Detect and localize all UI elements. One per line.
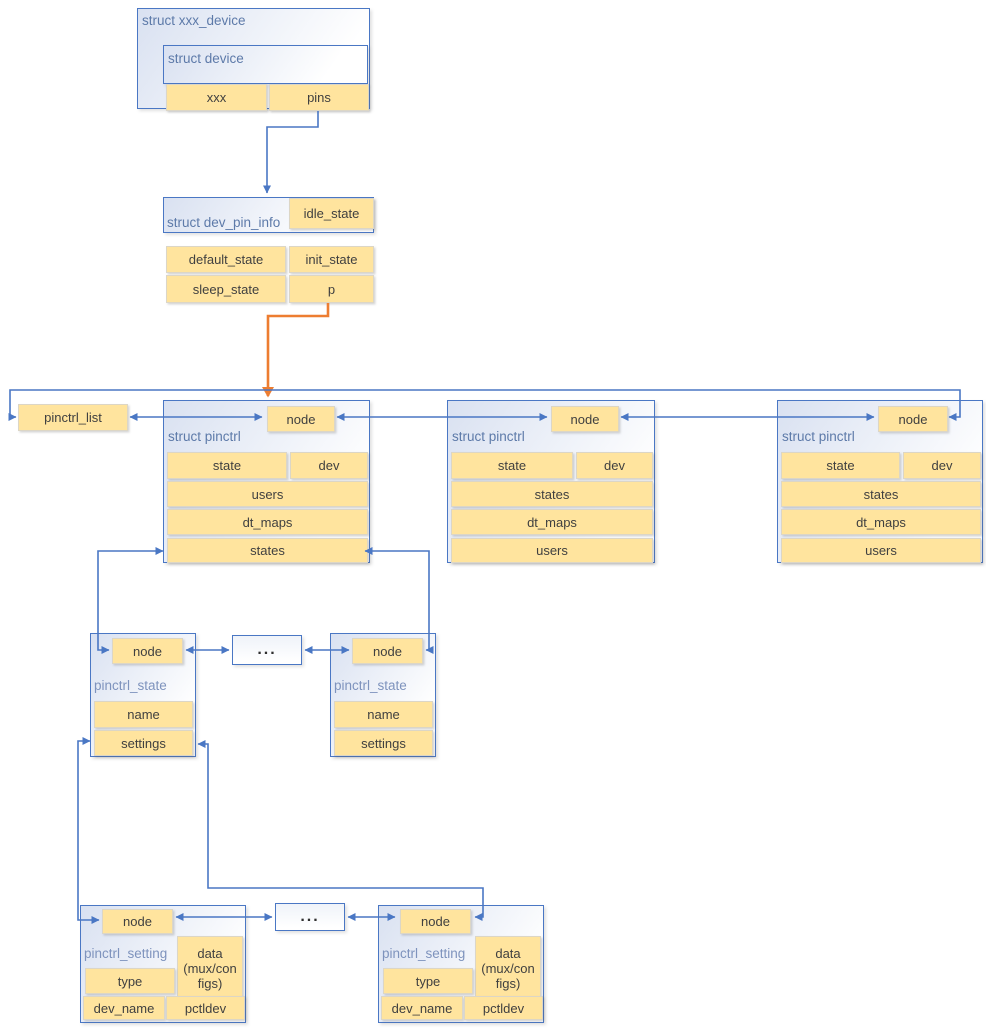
pctldev-cell: pctldev bbox=[464, 996, 543, 1020]
pins-to-dev-pin-info-arrow bbox=[263, 111, 319, 194]
pinctrl-label: struct pinctrl bbox=[782, 429, 855, 444]
dev-cell: dev bbox=[576, 452, 653, 479]
settings-cell: settings bbox=[334, 730, 433, 756]
node-cell: node bbox=[267, 406, 335, 432]
dev-name-cell: dev_name bbox=[381, 996, 463, 1020]
settings-cell: settings bbox=[94, 730, 193, 756]
users-cell: users bbox=[781, 538, 981, 563]
data-line: data bbox=[495, 945, 521, 961]
link-settings-settingnode2 bbox=[197, 740, 484, 921]
type-cell: type bbox=[85, 968, 175, 994]
xxx-cell: xxx bbox=[166, 84, 267, 111]
pins-cell: pins bbox=[269, 84, 369, 111]
pinctrl-state-box-2: node pinctrl_state name settings bbox=[330, 633, 436, 757]
init-state-cell: init_state bbox=[289, 246, 374, 273]
name-cell: name bbox=[94, 701, 193, 728]
pinctrl-setting-label: pinctrl_setting bbox=[382, 946, 466, 961]
device-label: struct device bbox=[168, 51, 244, 66]
name-cell: name bbox=[334, 701, 433, 728]
dev-pin-info-label: struct dev_pin_info bbox=[167, 215, 281, 230]
states-cell: states bbox=[781, 481, 981, 507]
states-cell: states bbox=[167, 538, 368, 563]
pinctrl-box-1: node struct pinctrl state dev users dt_m… bbox=[163, 400, 370, 563]
link-settings-settingnode1 bbox=[77, 737, 100, 924]
data-mux-configs-cell: data (mux/con figs) bbox=[177, 936, 243, 1000]
pctldev-cell: pctldev bbox=[166, 996, 245, 1020]
pinctrl-state-label: pinctrl_state bbox=[94, 678, 167, 693]
node-cell: node bbox=[102, 909, 173, 934]
pinctrl-box-3: node struct pinctrl state dev states dt_… bbox=[777, 400, 983, 563]
data-line: figs) bbox=[495, 975, 521, 991]
pinctrl-setting-label: pinctrl_setting bbox=[84, 946, 168, 961]
data-line: (mux/con bbox=[481, 960, 535, 976]
pinctrl-state-label: pinctrl_state bbox=[334, 678, 407, 693]
default-state-cell: default_state bbox=[166, 246, 286, 273]
dev-cell: dev bbox=[290, 452, 368, 479]
pinctrl-state-box-1: node pinctrl_state name settings bbox=[90, 633, 196, 757]
node-cell: node bbox=[112, 638, 183, 664]
dev-name-cell: dev_name bbox=[83, 996, 165, 1020]
p-to-pinctrl-arrow bbox=[262, 303, 330, 398]
idle-state-cell: idle_state bbox=[289, 198, 374, 229]
ellipsis-box-settings: ... bbox=[275, 903, 345, 931]
sleep-state-cell: sleep_state bbox=[166, 275, 286, 303]
xxx-device-label: struct xxx_device bbox=[142, 13, 246, 28]
dev-cell: dev bbox=[903, 452, 981, 479]
type-cell: type bbox=[383, 968, 473, 994]
pinctrl-box-2: node struct pinctrl state dev states dt_… bbox=[447, 400, 655, 563]
dt-maps-cell: dt_maps bbox=[451, 509, 653, 535]
state-cell: state bbox=[781, 452, 900, 479]
node-cell: node bbox=[878, 406, 948, 432]
node-cell: node bbox=[551, 406, 619, 432]
dt-maps-cell: dt_maps bbox=[781, 509, 981, 535]
users-cell: users bbox=[167, 481, 368, 507]
state-cell: state bbox=[167, 452, 287, 479]
device-box: struct device bbox=[163, 45, 368, 84]
dt-maps-cell: dt_maps bbox=[167, 509, 368, 535]
pinctrl-setting-box-1: node pinctrl_setting data (mux/con figs)… bbox=[80, 905, 246, 1023]
pinctrl-label: struct pinctrl bbox=[452, 429, 525, 444]
pinctrl-setting-box-2: node pinctrl_setting data (mux/con figs)… bbox=[378, 905, 544, 1023]
data-line: (mux/con bbox=[183, 960, 237, 976]
pinctrl-list-cell: pinctrl_list bbox=[18, 404, 128, 431]
data-line: figs) bbox=[197, 975, 223, 991]
p-cell: p bbox=[289, 275, 374, 303]
pinctrl-label: struct pinctrl bbox=[168, 429, 241, 444]
users-cell: users bbox=[451, 538, 653, 563]
data-line: data bbox=[197, 945, 223, 961]
states-cell: states bbox=[451, 481, 653, 507]
node-cell: node bbox=[352, 638, 423, 664]
node-cell: node bbox=[400, 909, 471, 934]
state-cell: state bbox=[451, 452, 573, 479]
ellipsis-box-states: ... bbox=[232, 635, 302, 665]
data-mux-configs-cell: data (mux/con figs) bbox=[475, 936, 541, 1000]
